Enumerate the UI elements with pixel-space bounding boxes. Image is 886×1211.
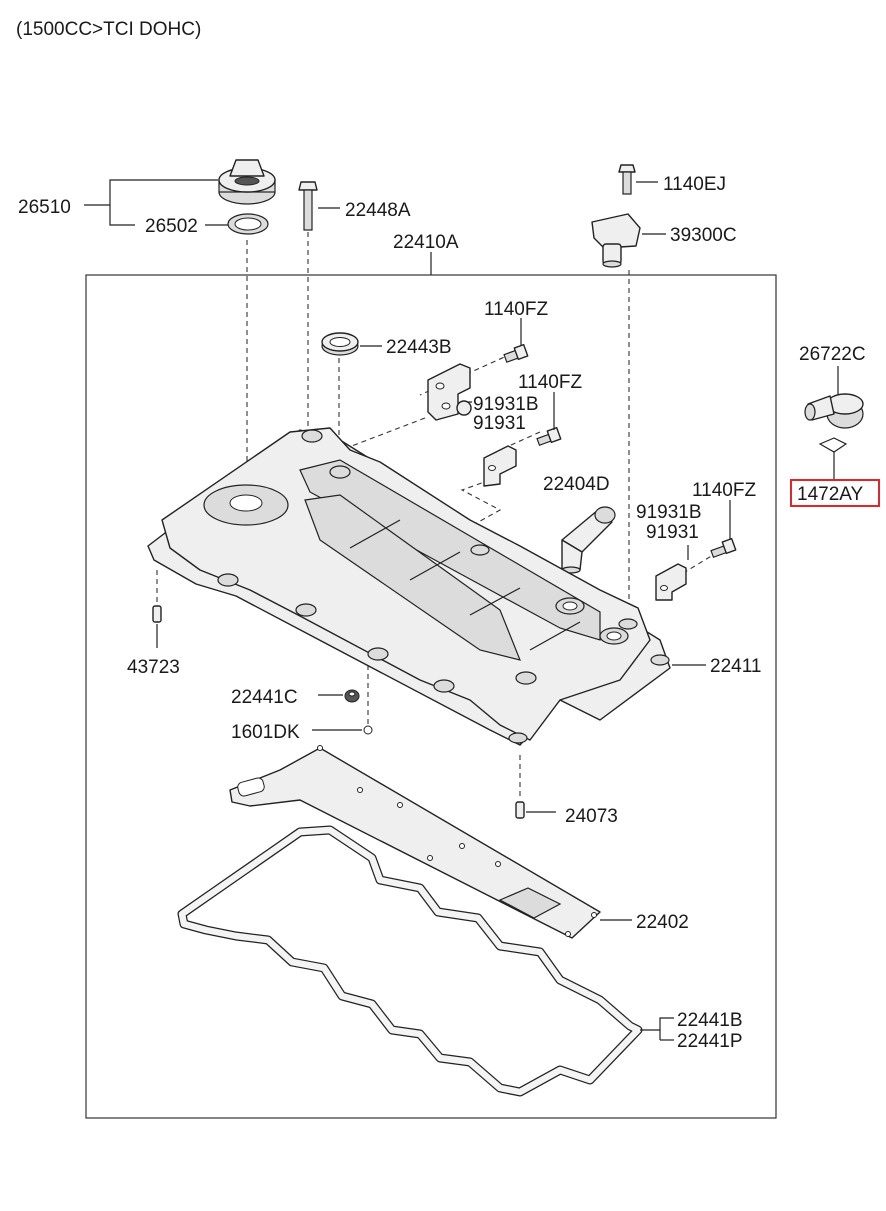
washer-1601DK[interactable]	[363, 725, 373, 735]
label-1140FZ-c[interactable]: 1140FZ	[692, 480, 756, 501]
baffle-plate[interactable]	[229, 745, 601, 939]
bracket-91931B-c[interactable]	[655, 563, 687, 601]
label-1140EJ[interactable]: 1140EJ	[663, 174, 726, 195]
oil-filler-cap[interactable]	[218, 159, 276, 205]
label-1601DK[interactable]: 1601DK	[231, 722, 300, 743]
label-91931B-a[interactable]: 91931B	[473, 394, 539, 415]
label-1140FZ-a[interactable]: 1140FZ	[484, 299, 548, 320]
highlight-box-1472AY[interactable]	[790, 479, 880, 507]
label-22410A[interactable]: 22410A	[393, 232, 459, 253]
head-cover-gasket[interactable]	[177, 825, 643, 1097]
label-22404D[interactable]: 22404D	[543, 474, 610, 495]
breather-valve[interactable]	[804, 393, 864, 429]
label-22443B[interactable]: 22443B	[386, 337, 452, 358]
rocker-cover[interactable]	[147, 427, 671, 746]
bolt-1140FZ-a[interactable]	[503, 343, 529, 363]
bolt-1140FZ-b[interactable]	[536, 426, 562, 446]
label-91931-b[interactable]: 91931	[646, 522, 699, 543]
bolt-22448A[interactable]	[298, 181, 318, 231]
bracket-91931-b[interactable]	[483, 445, 517, 487]
bolt-1140EJ[interactable]	[618, 164, 636, 195]
label-26510[interactable]: 26510	[18, 197, 71, 218]
pcv-hose[interactable]	[561, 506, 616, 574]
label-22441B[interactable]: 22441B	[677, 1010, 743, 1031]
label-26502[interactable]: 26502	[145, 216, 198, 237]
cap-gasket[interactable]	[227, 213, 269, 235]
grommet-22441C[interactable]	[344, 689, 360, 703]
label-24073[interactable]: 24073	[565, 806, 618, 827]
bracket-91931B-a[interactable]	[427, 363, 472, 421]
label-22441C[interactable]: 22441C	[231, 687, 298, 708]
label-91931-a[interactable]: 91931	[473, 413, 526, 434]
label-1472AY[interactable]: 1472AY	[797, 484, 864, 505]
label-22411[interactable]: 22411	[710, 656, 761, 677]
label-43723[interactable]: 43723	[127, 657, 180, 678]
clip-1472AY[interactable]	[818, 437, 848, 453]
dowel-24073[interactable]	[515, 801, 525, 819]
label-22441P[interactable]: 22441P	[677, 1031, 743, 1052]
label-22448A[interactable]: 22448A	[345, 200, 411, 221]
label-91931B-b[interactable]: 91931B	[636, 502, 702, 523]
label-1140FZ-b[interactable]: 1140FZ	[518, 372, 582, 393]
label-26722C[interactable]: 26722C	[799, 344, 866, 365]
cam-position-sensor[interactable]	[591, 213, 641, 268]
label-39300C[interactable]: 39300C	[670, 225, 737, 246]
diagram-caption: (1500CC>TCI DOHC)	[16, 19, 201, 40]
seal-22443B[interactable]	[321, 332, 359, 356]
bolt-1140FZ-c[interactable]	[710, 537, 737, 558]
label-22402[interactable]: 22402	[636, 912, 689, 933]
dowel-43723[interactable]	[152, 605, 162, 623]
